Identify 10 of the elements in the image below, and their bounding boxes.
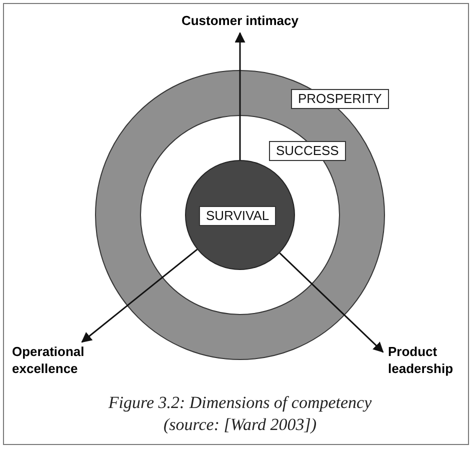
circle-label: PROSPERITY <box>291 89 389 109</box>
arrow <box>81 248 198 343</box>
dimension-label: Operational excellence <box>12 343 86 377</box>
dimension-label: Product leadership <box>388 343 454 377</box>
dimension-label: Customer intimacy <box>180 12 300 29</box>
circle-label: SURVIVAL <box>199 206 276 226</box>
arrow <box>279 252 384 353</box>
figure-caption: Figure 3.2: Dimensions of competency (source: [Ward 2003]) <box>107 392 373 436</box>
circle-label: SUCCESS <box>269 141 346 161</box>
arrow <box>234 32 246 160</box>
